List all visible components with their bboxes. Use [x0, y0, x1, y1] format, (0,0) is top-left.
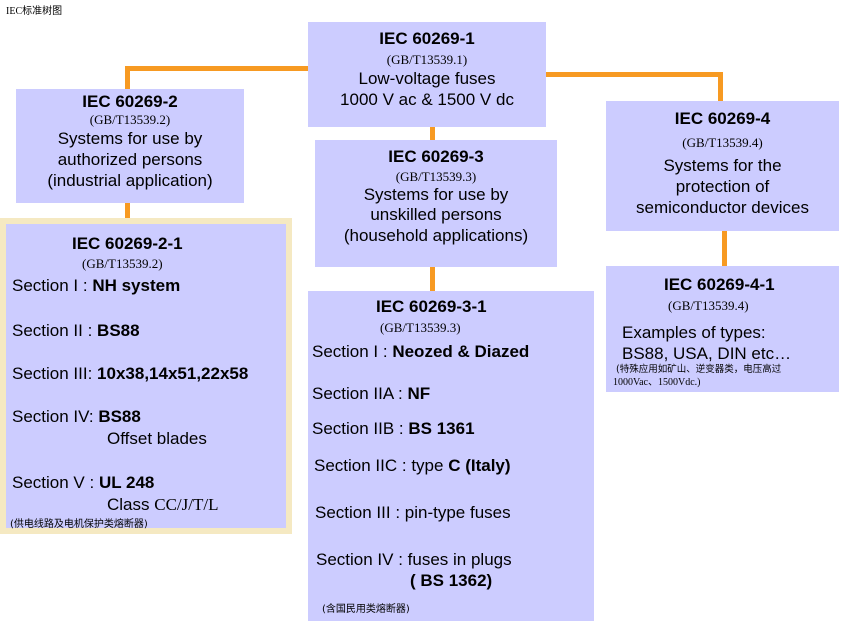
section-extra: ( BS 1362) [410, 570, 492, 591]
section-value: NF [407, 384, 431, 403]
section-extra: Offset blades [107, 429, 207, 448]
node-desc-line: Examples of types: [622, 323, 766, 342]
connector-n3-to-n31 [430, 266, 435, 291]
connector-root-right-drop [718, 72, 723, 102]
connector-root-right [544, 72, 723, 77]
section-label: Section III : pin-type fuses [315, 503, 511, 522]
section-value: BS88 [97, 321, 140, 340]
section-label: Section IV: [12, 407, 99, 426]
node-title: IEC 60269-1 [379, 29, 475, 48]
section-value: UL 248 [98, 473, 155, 492]
node-desc-line: authorized persons [57, 150, 203, 169]
section-value: 10x38,14x51,22x58 [97, 364, 249, 383]
node-iec-60269-4-1: IEC 60269-4-1 (GB/T13539.4) Examples of … [606, 266, 839, 392]
node-desc-line: Systems for the [663, 156, 782, 175]
node-iec-60269-2-1: IEC 60269-2-1 (GB/T13539.2) Section I : … [0, 218, 292, 534]
section-row: Section IIB : BS 1361 [312, 418, 475, 439]
section-row: Section III : pin-type fuses [315, 502, 511, 523]
section-label: Section III: [12, 364, 98, 383]
section-label: Section I : [12, 276, 93, 295]
node-desc-line: 1000 V ac & 1500 V dc [340, 90, 514, 109]
section-label: Section I : [312, 342, 393, 361]
section-extra-prefix: Class [107, 495, 155, 514]
node-note: (供电线路及电机保护类熔断器) [10, 519, 148, 530]
section-extra-value: ( BS 1362) [410, 571, 493, 590]
node-title: IEC 60269-2 [82, 92, 178, 111]
section-row: Section IIC : type C (Italy) [314, 455, 511, 476]
section-row: Section V : UL 248 [12, 472, 154, 493]
section-value: Neozed & Diazed [392, 342, 530, 361]
node-gb-code: (GB/T13539.3) [395, 169, 477, 184]
node-gb-code: (GB/T13539.3) [380, 320, 461, 335]
section-row: Section III: 10x38,14x51,22x58 [12, 363, 248, 384]
section-extra: Class CC/J/T/L [107, 494, 218, 515]
node-desc-line: Low-voltage fuses [358, 69, 496, 88]
node-iec-60269-3-1: IEC 60269-3-1 (GB/T13539.3) Section I : … [308, 291, 594, 621]
section-value: NH system [92, 276, 181, 295]
section-row: Section IIA : NF [312, 383, 430, 404]
node-title: IEC 60269-3-1 [376, 297, 487, 316]
node-gb-code: (GB/T13539.4) [668, 298, 749, 313]
section-value: BS 1361 [408, 419, 475, 438]
section-label: Section IV : fuses in plugs [316, 550, 512, 569]
section-label: Section II : [12, 321, 98, 340]
section-label: Section IIC : type [314, 456, 449, 475]
node-title: IEC 60269-3 [388, 147, 484, 166]
node-iec-60269-3: IEC 60269-3 (GB/T13539.3) Systems for us… [315, 140, 557, 267]
node-gb-code: (GB/T13539.2) [89, 112, 171, 127]
node-gb-code: (GB/T13539.2) [82, 256, 163, 271]
section-row: Section IV: BS88 [12, 406, 141, 427]
section-label: Section IIB : [312, 419, 409, 438]
node-desc-line: (industrial application) [47, 171, 213, 190]
section-row: Section I : NH system [12, 275, 180, 296]
connector-root-left-drop [125, 66, 130, 90]
section-label: Section V : [12, 473, 99, 492]
node-desc-line: BS88, USA, DIN etc… [622, 344, 792, 363]
section-row: Section IV : fuses in plugs [316, 549, 512, 570]
connector-n4-to-n41 [722, 230, 727, 266]
section-value: BS88 [98, 407, 141, 426]
section-extra-value: CC/J/T/L [154, 495, 219, 514]
page-title: IEC标准树图 [6, 6, 63, 17]
node-title: IEC 60269-2-1 [72, 234, 183, 253]
node-iec-60269-4: IEC 60269-4 (GB/T13539.4) Systems for th… [606, 101, 839, 231]
section-row: Section II : BS88 [12, 320, 140, 341]
node-desc-line: (household applications) [343, 226, 529, 245]
node-desc-line: unskilled persons [370, 205, 502, 224]
section-label: Section IIA : [312, 384, 408, 403]
node-desc-line: semiconductor devices [636, 198, 809, 217]
node-title: IEC 60269-4-1 [664, 275, 775, 294]
node-desc-line: Systems for use by [57, 129, 203, 148]
node-desc-line: protection of [675, 177, 770, 196]
connector-root-to-n3 [430, 127, 435, 140]
node-iec-60269-2: IEC 60269-2 (GB/T13539.2) Systems for us… [16, 89, 244, 203]
connector-root-left [125, 66, 310, 71]
section-value: C (Italy) [448, 456, 511, 475]
node-note: (特殊应用如矿山、逆变器类，电压高过 [616, 364, 782, 375]
node-gb-code: (GB/T13539.1) [386, 52, 468, 67]
node-desc-line: Systems for use by [363, 185, 509, 204]
node-gb-code: (GB/T13539.4) [682, 135, 763, 150]
node-note: 1000Vac、1500Vdc.) [613, 377, 701, 388]
node-note: (含国民用类熔断器) [322, 604, 410, 615]
node-iec-60269-1: IEC 60269-1 (GB/T13539.1) Low-voltage fu… [308, 22, 546, 127]
section-row: Section I : Neozed & Diazed [312, 341, 529, 362]
connector-n2-to-n21 [125, 202, 130, 219]
node-title: IEC 60269-4 [674, 109, 771, 128]
